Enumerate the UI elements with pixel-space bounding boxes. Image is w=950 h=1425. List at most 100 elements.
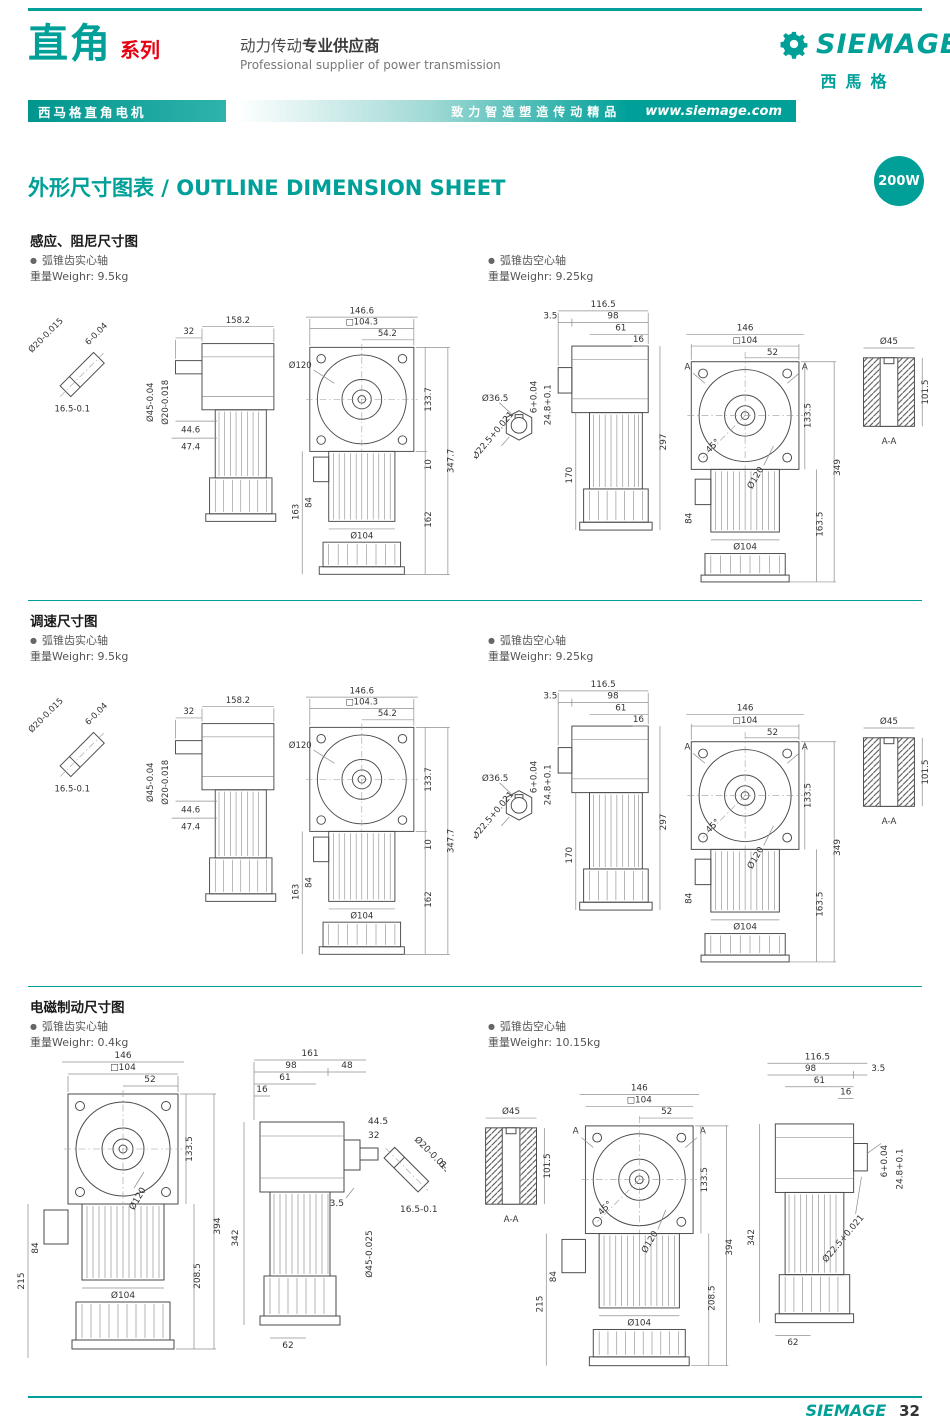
- dim-label: 32: [368, 1131, 379, 1141]
- brake-hollow-drawing: Ø45 101.5 A-A 146 □104 52 A: [485, 1052, 906, 1367]
- weight-line: 重量Weighr: 0.4kg: [30, 1036, 129, 1049]
- dim-label: 349: [833, 459, 843, 476]
- dim-label: Ø20-0.018: [160, 760, 171, 805]
- dim-label: 208.5: [193, 1263, 203, 1289]
- dim-label: 32: [183, 707, 194, 717]
- dim-label: 52: [767, 728, 778, 738]
- bullet-icon: ●: [30, 636, 37, 645]
- dim-label: 133.7: [424, 767, 434, 791]
- section-divider: [28, 986, 922, 987]
- weight-line: 重量Weighr: 9.5kg: [30, 650, 129, 663]
- drawing-induction-hollow-shaft: Ø36.5 6+0.04 24.8+0.1 Ø22.5+0.021 116.5 …: [470, 296, 934, 590]
- dim-label: 162: [424, 511, 434, 527]
- section-arrow-label: A: [684, 743, 690, 753]
- dim-label: 47.4: [181, 823, 200, 833]
- dim-label: □104: [733, 336, 759, 346]
- solid-shaft-drawing: Ø20-0.015 6-0.04 16.5-0.1 158.2 32 Ø45-0…: [26, 306, 457, 575]
- shaft-type-line: ●弧锥齿实心轴: [30, 252, 108, 268]
- series-suffix: 系列: [120, 38, 160, 62]
- dim-label: 98: [607, 312, 618, 322]
- dim-label: 52: [767, 348, 778, 358]
- dim-label: Ø45: [880, 716, 898, 727]
- dim-label: 3.5: [330, 1199, 344, 1209]
- website-link[interactable]: www.siemage.com: [645, 103, 782, 119]
- dim-label: Ø104: [627, 1318, 651, 1329]
- dim-label: Ø120: [289, 360, 312, 371]
- footer-rule: [28, 1396, 922, 1398]
- gear-logo-icon: [780, 31, 808, 59]
- dim-label: 161: [301, 1049, 318, 1059]
- banner-text: 致力智造塑造传动精品: [451, 104, 622, 119]
- section-title-brake: 电磁制动尺寸图: [30, 1000, 125, 1016]
- dim-label: 16.5-0.1: [400, 1205, 438, 1215]
- section-title-speed: 调速尺寸图: [30, 614, 98, 630]
- footer-brand: SIEMAGE: [805, 1401, 887, 1420]
- dim-label: 394: [213, 1217, 223, 1234]
- slogan-cn: 动力传动专业供应商: [240, 34, 380, 56]
- dim-label: 44.5: [368, 1117, 388, 1127]
- dim-label: □104: [110, 1063, 136, 1073]
- front-view: Ø120 Ø104 146.6 □104.3 54.2 163 84 133.7…: [289, 686, 457, 955]
- page-number: 32: [899, 1402, 920, 1420]
- dim-label: 146.6: [350, 306, 374, 316]
- dim-label: Ø36.5: [482, 773, 509, 784]
- hub-detail-view: Ø36.5 6+0.04 24.8+0.1 Ø22.5+0.021: [470, 380, 554, 461]
- dim-label: 116.5: [591, 300, 616, 310]
- dim-label: 84: [31, 1242, 41, 1254]
- dim-label: 52: [144, 1075, 155, 1085]
- hub-detail-view: Ø36.5 6+0.04 24.8+0.1 Ø22.5+0.021: [470, 760, 554, 841]
- dim-label: 32: [183, 327, 194, 337]
- shaft-type-text: 弧锥齿实心轴: [41, 634, 108, 647]
- dim-label: 48: [341, 1061, 353, 1071]
- front-view: Ø120 Ø104 146.6 □104.3 54.2 163 84 133.7…: [289, 306, 457, 575]
- slogan-en: Professional supplier of power transmiss…: [240, 58, 501, 72]
- section-aa-view: Ø45 101.5 A-A: [485, 1106, 553, 1225]
- shaft-type-line: ●弧锥齿空心轴: [488, 252, 566, 268]
- company-logo: SIEMAGE: [778, 28, 950, 60]
- shaft-type-line: ●弧锥齿实心轴: [30, 1018, 108, 1034]
- side-view: 116.5 98 3.5 61 16 6+0.04 24.8+0.1 Ø22.5…: [747, 1052, 906, 1348]
- dim-label: 16: [633, 715, 645, 725]
- dim-label: 163: [291, 504, 301, 520]
- page-title: 外形尺寸图表 / OUTLINE DIMENSION SHEET: [28, 176, 506, 200]
- dim-label: 24.8+0.1: [543, 384, 553, 425]
- dim-label: 116.5: [591, 680, 616, 690]
- side-view: 158.2 32 Ø45-0.04 Ø20-0.018 44.6 47.4: [145, 316, 277, 522]
- section-arrow-label: A: [573, 1127, 579, 1137]
- dim-label: 62: [282, 1341, 293, 1351]
- dim-label: 146.6: [350, 686, 374, 696]
- dim-label: 349: [833, 839, 843, 856]
- hollow-shaft-drawing: Ø36.5 6+0.04 24.8+0.1 Ø22.5+0.021 116.5 …: [470, 300, 931, 583]
- dim-label: Ø22.5+0.021: [820, 1213, 866, 1265]
- dim-label: 98: [805, 1064, 816, 1074]
- side-view: 158.2 32 Ø45-0.04 Ø20-0.018 44.6 47.4: [145, 696, 277, 902]
- dim-label: 3.5: [543, 312, 557, 322]
- dim-label: 101.5: [921, 759, 931, 784]
- dim-label: 45°: [704, 437, 722, 455]
- logo-chinese: 西馬格: [820, 72, 896, 91]
- section-divider: [28, 600, 922, 601]
- header-top-rule: [28, 8, 922, 11]
- drawing-induction-solid-shaft: Ø20-0.015 6-0.04 16.5-0.1 158.2 32 Ø45-0…: [26, 296, 463, 590]
- dim-label: 133.7: [424, 387, 434, 411]
- side-view: 116.5 3.5 98 61 16 297 170: [543, 680, 669, 911]
- dim-label: 62: [787, 1338, 798, 1348]
- front-view: 146 □104 52 Ø120 133.5 84: [17, 1051, 223, 1358]
- dim-label: 24.8+0.1: [896, 1148, 906, 1189]
- dim-label: 24.8+0.1: [543, 764, 553, 805]
- drawing-speed-hollow-shaft: Ø36.5 6+0.04 24.8+0.1 Ø22.5+0.021 116.5 …: [470, 676, 934, 970]
- section-name-label: A-A: [882, 817, 897, 827]
- dim-label: 3.5: [871, 1064, 885, 1074]
- dim-label: Ø104: [733, 542, 757, 553]
- dim-label: 158.2: [226, 316, 250, 326]
- series-brand: 直角 系列: [28, 24, 160, 64]
- bullet-icon: ●: [488, 256, 495, 265]
- dim-label: 133.5: [700, 1167, 710, 1192]
- dim-label: 3.5: [543, 692, 557, 702]
- dim-label: 163.5: [815, 892, 825, 917]
- brake-solid-drawing: 146 □104 52 Ø120 133.5 84: [17, 1049, 464, 1358]
- shaft-type-line: ● 弧锥齿实心轴: [30, 632, 108, 648]
- dim-label: 84: [684, 892, 694, 904]
- dim-label: 101.5: [543, 1153, 553, 1178]
